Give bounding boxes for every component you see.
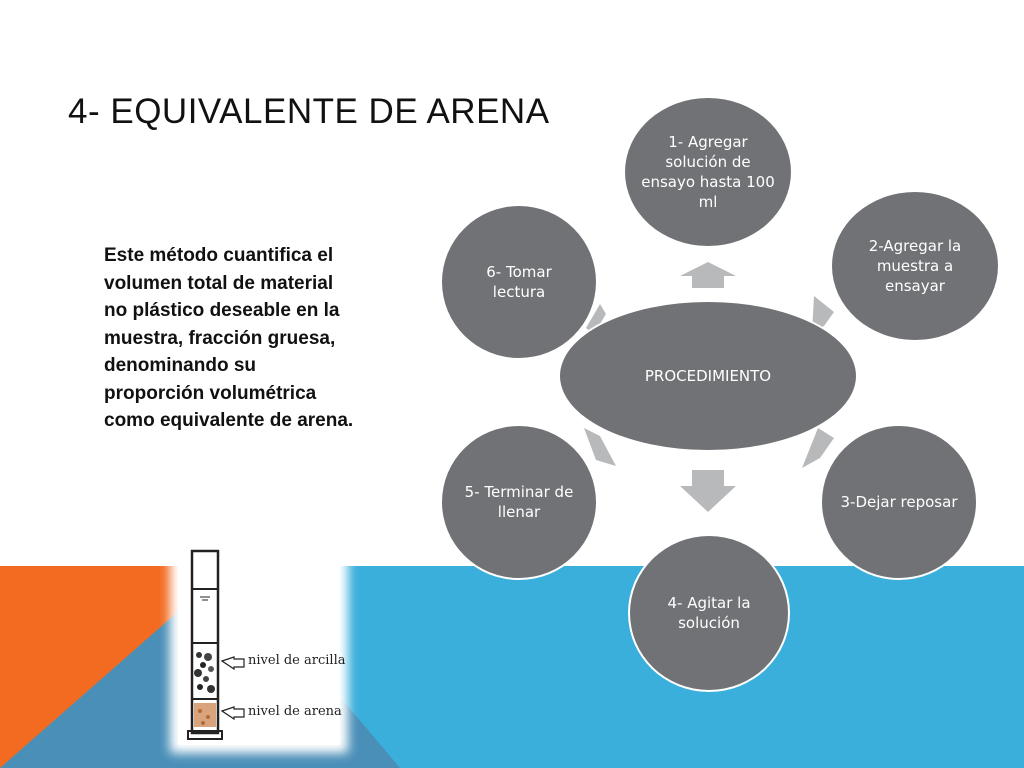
arrow-down [680,470,736,512]
step-node-2: 2-Agregar la muestra a ensayar [830,190,1000,342]
step-node-5: 5- Terminar de llenar [440,424,598,580]
label-sand-level: nivel de arena [248,704,342,719]
arrow-upper-left [586,304,606,334]
description-text: Este método cuantifica el volumen total … [104,245,354,431]
step-label-5: 5- Terminar de llenar [464,483,574,521]
step-label-3: 3-Dejar reposar [840,493,958,511]
graduated-cylinder-drawing [187,549,245,740]
step-node-3: 3-Dejar reposar [820,424,978,580]
step-label-2: 2-Agregar la muestra a ensayar [868,237,962,295]
arrow-lower-left [584,428,616,466]
center-node: PROCEDIMIENTO [558,300,858,452]
step-node-6: 6- Tomar lectura [440,204,598,360]
step-label-4: 4- Agitar la solución [667,594,751,632]
step-node-1: 1- Agregar solución de ensayo hasta 100 … [623,96,793,248]
step-node-4: 4- Agitar la solución [628,534,790,692]
center-label: PROCEDIMIENTO [644,367,772,385]
slide-title: 4- EQUIVALENTE DE ARENA [68,92,550,131]
arrow-upper-right [812,296,834,332]
label-clay-level: nivel de arcilla [248,653,346,668]
cylinder-illustration: nivel de arcilla nivel de arena [178,545,345,745]
arrow-up [680,262,736,288]
arrow-lower-right [802,428,834,468]
step-label-6: 6- Tomar lectura [486,263,552,301]
step-label-1: 1- Agregar solución de ensayo hasta 100 … [641,133,775,211]
